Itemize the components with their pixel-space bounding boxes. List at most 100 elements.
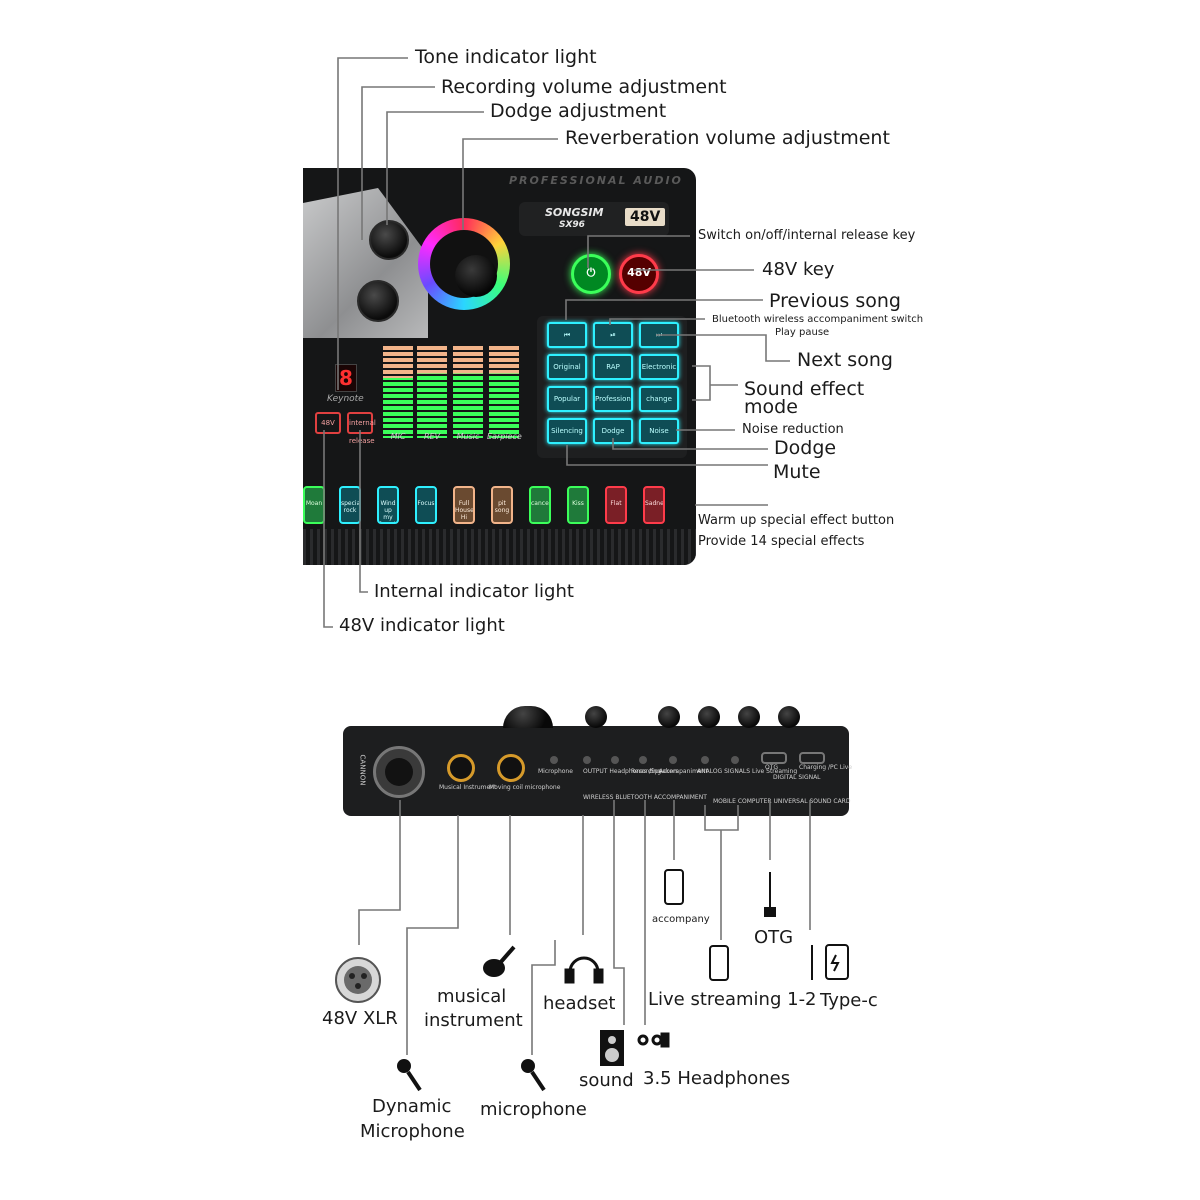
- port-microphone[interactable]: [550, 756, 558, 764]
- label-play-pause: Play pause: [775, 327, 830, 338]
- mixer-rear-panel: CANNON Musical Instrument Moving coil mi…: [343, 706, 853, 816]
- fx-button-pit[interactable]: pit song: [491, 486, 513, 524]
- phantom-48v-button[interactable]: 48V: [619, 254, 659, 294]
- port-label-otg: OTG: [765, 764, 779, 771]
- top-knob[interactable]: [738, 706, 760, 728]
- fx-button-focus[interactable]: Focus: [415, 486, 437, 524]
- keynote-display: 8: [335, 364, 357, 392]
- meter-label-rev: REV: [423, 432, 441, 441]
- port-live-1[interactable]: [701, 756, 709, 764]
- label-previous-song: Previous song: [769, 290, 901, 312]
- fx-button-moan[interactable]: Moan: [303, 486, 325, 524]
- wireless-label: WIRELESS BLUETOOTH ACCOMPANIMENT: [583, 794, 707, 801]
- reverb-led-ring: [418, 218, 510, 310]
- label-sound-effect: Sound effect: [744, 378, 865, 400]
- label-48v-key: 48V key: [762, 259, 835, 280]
- label-musical: musical: [437, 986, 507, 1007]
- label-48v-xlr: 48V XLR: [322, 1008, 398, 1029]
- label-48v-indicator: 48V indicator light: [339, 615, 505, 636]
- mixer-top-panel: PROFESSIONAL AUDIO SONGSIM SX96 48V ⏻ 48…: [303, 168, 696, 565]
- change-voice-button[interactable]: change voice: [639, 386, 679, 412]
- electronic-button[interactable]: Electronic Music: [639, 354, 679, 380]
- label-sound-effect-mode: mode: [744, 396, 798, 418]
- dodge-knob[interactable]: [369, 220, 409, 260]
- reverb-knob[interactable]: [455, 255, 497, 297]
- label-provide-14: Provide 14 special effects: [698, 534, 865, 549]
- port-label-charging: Charging /PC Live: [799, 764, 853, 771]
- jack2-label: Moving coil microphone: [489, 784, 561, 791]
- label-dodge-adjustment: Dodge adjustment: [490, 100, 667, 122]
- rap-button[interactable]: RAP: [593, 354, 633, 380]
- label-recording-volume: Recording volume adjustment: [441, 76, 727, 98]
- professional-button[interactable]: Professional: [593, 386, 633, 412]
- popular-button[interactable]: Popular: [547, 386, 587, 412]
- mobile-label: MOBILE COMPUTER UNIVERSAL SOUND CARD: [713, 798, 851, 805]
- prev-button[interactable]: ⏮: [547, 322, 587, 348]
- phone-icon: [664, 869, 729, 981]
- original-sound-button[interactable]: Original sound: [547, 354, 587, 380]
- top-knob[interactable]: [658, 706, 680, 728]
- mute-button[interactable]: Silencing original: [547, 418, 587, 444]
- label-35-headphones: 3.5 Headphones: [643, 1068, 791, 1089]
- logo: SONGSIM SX96 48V: [519, 202, 669, 236]
- top-knob[interactable]: [698, 706, 720, 728]
- dodge-button[interactable]: Dodge: [593, 418, 633, 444]
- xlr-jack[interactable]: [373, 746, 425, 798]
- mic-icon: [521, 1059, 546, 1092]
- top-knob[interactable]: [503, 706, 553, 728]
- port-output-2[interactable]: [611, 756, 619, 764]
- port-typec[interactable]: [799, 752, 825, 764]
- btn-48v-label: 48V: [627, 266, 651, 279]
- port-label-output: OUTPUT Headphones /Speakers: [583, 768, 679, 775]
- jack1-label: Musical Instrument: [439, 784, 497, 791]
- label-sound: sound: [579, 1070, 634, 1091]
- fx-button-cancel[interactable]: cancel: [529, 486, 551, 524]
- port-recording[interactable]: [639, 756, 647, 764]
- instrument-jack[interactable]: [447, 754, 475, 782]
- xlr-plug-icon: [335, 957, 381, 1003]
- recording-knob[interactable]: [357, 280, 399, 322]
- label-dynamic-microphone: Microphone: [360, 1121, 465, 1142]
- label-live-streaming: Live streaming 1-2: [648, 989, 817, 1010]
- fx-button-sadness[interactable]: Sadness: [643, 486, 665, 524]
- port-otg[interactable]: [761, 752, 787, 764]
- keynote-label: Keynote: [327, 394, 364, 404]
- label-headset: headset: [543, 993, 616, 1014]
- meter-label-mic: MIC: [390, 432, 406, 441]
- next-button[interactable]: ⏭: [639, 322, 679, 348]
- port-live-2[interactable]: [731, 756, 739, 764]
- fx-button-windup[interactable]: Wind up my heart: [377, 486, 399, 524]
- speaker-icon: [600, 1030, 624, 1066]
- label-dodge: Dodge: [774, 437, 837, 459]
- play-pause-button[interactable]: ⏯: [593, 322, 633, 348]
- label-microphone: microphone: [480, 1099, 587, 1120]
- fx-button-rock[interactable]: special rock: [339, 486, 361, 524]
- port-label-accompaniment: Accompaniment: [659, 768, 708, 775]
- fx-button-kiss[interactable]: Kiss: [567, 486, 589, 524]
- power-button[interactable]: ⏻: [571, 254, 611, 294]
- headset-icon: [564, 956, 604, 984]
- fx-button-fullhouse[interactable]: Full House Hi: [453, 486, 475, 524]
- mic-jack[interactable]: [497, 754, 525, 782]
- noise-reduction-button[interactable]: Noise reduction: [639, 418, 679, 444]
- otg-cable-icon: [764, 872, 776, 917]
- port-output-1[interactable]: [583, 756, 591, 764]
- logo-name: SONGSIM: [545, 206, 604, 219]
- top-knob[interactable]: [585, 706, 607, 728]
- meter-grille: [383, 346, 519, 438]
- top-knob[interactable]: [778, 706, 800, 728]
- digital-label: DIGITAL SIGNAL: [773, 774, 821, 781]
- label-bt-switch: Bluetooth wireless accompaniment switch: [712, 314, 924, 325]
- label-next-song: Next song: [797, 349, 893, 371]
- logo-model: SX96: [559, 220, 585, 230]
- label-tone-indicator: Tone indicator light: [415, 46, 597, 68]
- function-pad: ⏮ ⏯ ⏭ Original sound RAP Electronic Musi…: [537, 316, 687, 458]
- label-instrument: instrument: [424, 1010, 523, 1031]
- port-label-live: ANALOG SIGNALS Live Streaming: [697, 768, 798, 775]
- power-icon: ⏻: [586, 266, 596, 279]
- label-mute: Mute: [773, 461, 821, 483]
- port-accompaniment[interactable]: [669, 756, 677, 764]
- port-label-recording: Recording: [631, 768, 662, 775]
- fx-button-flat[interactable]: Flat: [605, 486, 627, 524]
- label-internal-indicator: Internal indicator light: [374, 581, 574, 602]
